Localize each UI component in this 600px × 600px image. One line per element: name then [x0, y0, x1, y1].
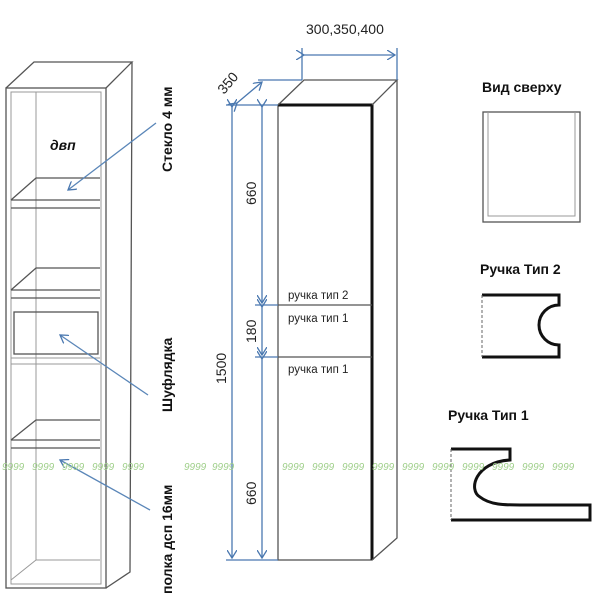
handle-type1-profile: [450, 447, 592, 522]
lower-door-dim-label: 660: [243, 481, 259, 505]
handle-type2-profile: [481, 293, 561, 359]
handle-label-2: ручка тип 1: [288, 313, 348, 325]
svg-text:9999: 9999: [462, 462, 485, 473]
middle-dim-label: 180: [243, 319, 259, 343]
shelf: [10, 267, 100, 299]
drawer: [13, 311, 99, 355]
svg-text:9999: 9999: [522, 462, 545, 473]
glass-shelf: [10, 177, 100, 209]
depth-dimension: [237, 82, 262, 103]
shelf-label: полка дсп 16мм: [159, 485, 175, 594]
svg-text:9999: 9999: [312, 462, 335, 473]
width-dim-label: 300,350,400: [306, 21, 384, 37]
back-panel-label: двп: [50, 137, 76, 153]
svg-text:9999: 9999: [212, 462, 235, 473]
svg-text:9999: 9999: [432, 462, 455, 473]
watermark: 9999 9999 9999 9999 9999 9999 9999 9999 …: [2, 462, 575, 473]
svg-text:9999: 9999: [92, 462, 115, 473]
height-dim-label: 1500: [213, 353, 229, 384]
cabinet-front-view: ручка тип 2 ручка тип 1 ручка тип 1 300,…: [213, 21, 399, 561]
upper-door-dim-label: 660: [243, 181, 259, 205]
glass-label: Стекло 4 мм: [159, 87, 175, 172]
drawer-label: Шуфлядка: [159, 337, 175, 412]
top-view: [482, 111, 581, 223]
svg-text:9999: 9999: [184, 462, 207, 473]
glass-arrow: [68, 122, 157, 190]
svg-text:9999: 9999: [32, 462, 55, 473]
svg-text:9999: 9999: [62, 462, 85, 473]
svg-text:9999: 9999: [282, 462, 305, 473]
top-view-title: Вид сверху: [482, 79, 562, 95]
drawer-arrow: [60, 335, 149, 396]
svg-text:9999: 9999: [342, 462, 365, 473]
cabinet-left-open-view: двп Стекло 4 мм Шуфлядка полка дсп 16мм: [5, 61, 175, 594]
depth-dim-label: 350: [214, 69, 241, 97]
shelf-arrow: [60, 460, 151, 511]
handle-type1-title: Ручка Тип 1: [448, 407, 529, 423]
handle-label-1: ручка тип 2: [288, 290, 348, 302]
svg-text:9999: 9999: [492, 462, 515, 473]
details: Вид сверху Ручка Тип 2 Ручка Тип 1: [448, 79, 592, 522]
svg-text:9999: 9999: [402, 462, 425, 473]
svg-text:9999: 9999: [2, 462, 25, 473]
svg-text:9999: 9999: [122, 462, 145, 473]
svg-text:9999: 9999: [372, 462, 395, 473]
cabinet-left-outline: [5, 87, 107, 589]
handle-label-3: ручка тип 1: [288, 364, 348, 376]
svg-text:9999: 9999: [552, 462, 575, 473]
handle-type2-title: Ручка Тип 2: [480, 261, 561, 277]
shelf-16mm: [10, 419, 100, 449]
